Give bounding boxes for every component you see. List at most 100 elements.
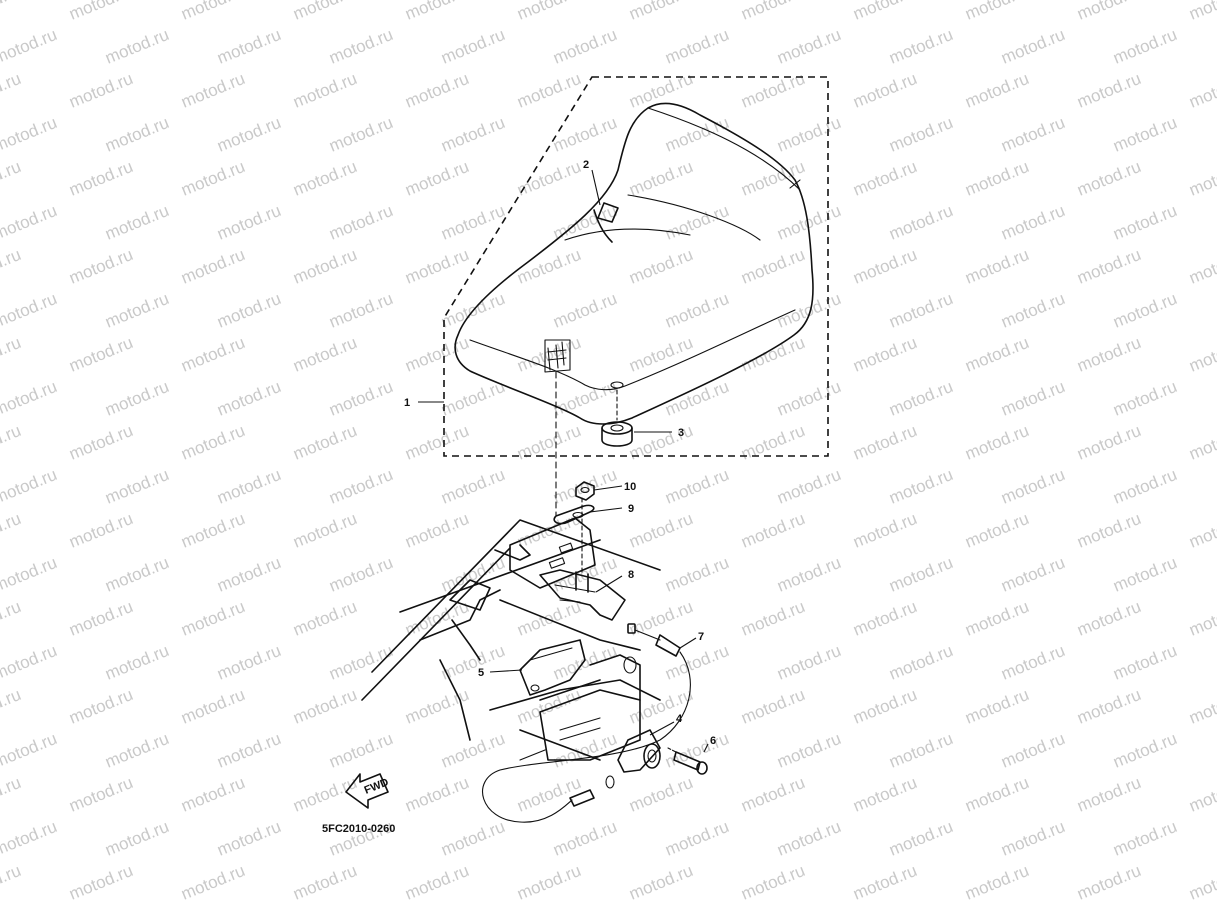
- watermark-text: motod.ru: [962, 421, 1031, 464]
- watermark-text: motod.ru: [326, 377, 395, 420]
- watermark-text: motod.ru: [774, 465, 843, 508]
- watermark-text: motod.ru: [438, 25, 507, 68]
- watermark-text: motod.ru: [626, 245, 695, 288]
- watermark-text: motod.ru: [66, 597, 135, 640]
- watermark-text: motod.ru: [402, 773, 471, 816]
- watermark-text: motod.ru: [962, 509, 1031, 552]
- watermark-text: motod.ru: [0, 641, 60, 684]
- callout-8: 8: [628, 569, 634, 581]
- watermark-text: motod.ru: [662, 201, 731, 244]
- watermark-text: motod.ru: [850, 421, 919, 464]
- watermark-text: motod.ru: [662, 113, 731, 156]
- callout-7: 7: [698, 631, 704, 643]
- watermark-text: motod.ru: [626, 685, 695, 728]
- watermark-text: motod.ru: [1074, 245, 1143, 288]
- watermark-text: motod.ru: [962, 685, 1031, 728]
- watermark-text: motod.ru: [438, 817, 507, 860]
- watermark-text: motod.ru: [102, 377, 171, 420]
- watermark-text: motod.ru: [962, 69, 1031, 112]
- watermark-text: motod.ru: [214, 729, 283, 772]
- watermark-text: motod.ru: [102, 553, 171, 596]
- watermark-text: motod.ru: [402, 333, 471, 376]
- watermark-text: motod.ru: [998, 113, 1067, 156]
- watermark-text: motod.ru: [998, 729, 1067, 772]
- watermark-text: motod.ru: [326, 465, 395, 508]
- watermark-text: motod.ru: [1110, 25, 1179, 68]
- watermark-text: motod.ru: [214, 113, 283, 156]
- lock-housing: [539, 654, 641, 761]
- watermark-text: motod.ru: [66, 0, 135, 24]
- watermark-text: motod.ru: [402, 861, 471, 904]
- watermark-text: motod.ru: [774, 729, 843, 772]
- watermark-text: motod.ru: [290, 685, 359, 728]
- watermark-text: motod.ru: [1186, 509, 1217, 552]
- lock-mount-bracket: [519, 639, 586, 696]
- watermark-text: motod.ru: [102, 465, 171, 508]
- watermark-text: motod.ru: [998, 25, 1067, 68]
- watermark-text: motod.ru: [1110, 553, 1179, 596]
- watermark-text: motod.ru: [1074, 597, 1143, 640]
- watermark-text: motod.ru: [738, 421, 807, 464]
- watermark-text: motod.ru: [626, 333, 695, 376]
- watermark-text: motod.ru: [514, 245, 583, 288]
- watermark-text: motod.ru: [962, 773, 1031, 816]
- watermark-text: motod.ru: [1186, 333, 1217, 376]
- watermark-text: motod.ru: [1110, 817, 1179, 860]
- watermark-text: motod.ru: [1110, 113, 1179, 156]
- watermark-text: motod.ru: [1074, 509, 1143, 552]
- watermark-text: motod.ru: [998, 817, 1067, 860]
- watermark-text: motod.ru: [326, 25, 395, 68]
- seat: [454, 102, 814, 425]
- seat-lock-cable: [482, 623, 691, 823]
- watermark-text: motod.ru: [514, 421, 583, 464]
- watermark-text: motod.ru: [402, 157, 471, 200]
- watermark-text: motod.ru: [962, 0, 1031, 24]
- watermark-text: motod.ru: [626, 861, 695, 904]
- watermark-text: motod.ru: [962, 157, 1031, 200]
- diagram-code: 5FC2010-0260: [322, 823, 395, 835]
- watermark-text: motod.ru: [998, 201, 1067, 244]
- watermark-text: motod.ru: [850, 597, 919, 640]
- watermark-text: motod.ru: [66, 509, 135, 552]
- watermark-text: motod.ru: [850, 861, 919, 904]
- watermark-text: motod.ru: [0, 245, 24, 288]
- watermark-text: motod.ru: [66, 685, 135, 728]
- watermark-text: motod.ru: [214, 25, 283, 68]
- watermark-text: motod.ru: [998, 377, 1067, 420]
- watermark-text: motod.ru: [962, 861, 1031, 904]
- watermark-text: motod.ru: [550, 113, 619, 156]
- watermark-text: motod.ru: [214, 201, 283, 244]
- watermark-text: motod.ru: [850, 773, 919, 816]
- watermark-text: motod.ru: [962, 597, 1031, 640]
- callout-9: 9: [628, 503, 634, 515]
- watermark-text: motod.ru: [1074, 157, 1143, 200]
- watermark-text: motod.ru: [66, 421, 135, 464]
- watermark-text: motod.ru: [102, 25, 171, 68]
- watermark-text: motod.ru: [402, 509, 471, 552]
- watermark-text: motod.ru: [774, 817, 843, 860]
- damper: [601, 389, 633, 447]
- watermark-text: motod.ru: [1186, 861, 1217, 904]
- watermark-text: motod.ru: [326, 113, 395, 156]
- watermark-text: motod.ru: [626, 69, 695, 112]
- watermark-text: motod.ru: [178, 685, 247, 728]
- watermark-text: motod.ru: [1074, 773, 1143, 816]
- watermark-text: motod.ru: [102, 729, 171, 772]
- watermark-text: motod.ru: [738, 333, 807, 376]
- watermark-text: motod.ru: [774, 377, 843, 420]
- watermark-text: motod.ru: [738, 685, 807, 728]
- watermark-text: motod.ru: [738, 69, 807, 112]
- watermark-text: motod.ru: [214, 377, 283, 420]
- watermark-text: motod.ru: [0, 421, 24, 464]
- watermark-text: motod.ru: [886, 553, 955, 596]
- watermark-text: motod.ru: [402, 0, 471, 24]
- watermark-text: motod.ru: [550, 289, 619, 332]
- watermark-text: motod.ru: [662, 465, 731, 508]
- watermark-text: motod.ru: [0, 0, 24, 24]
- watermark-text: motod.ru: [738, 0, 807, 24]
- watermark-text: motod.ru: [66, 157, 135, 200]
- watermark-text: motod.ru: [886, 289, 955, 332]
- watermark-text: motod.ru: [102, 289, 171, 332]
- watermark-text: motod.ru: [438, 465, 507, 508]
- watermark-text: motod.ru: [662, 817, 731, 860]
